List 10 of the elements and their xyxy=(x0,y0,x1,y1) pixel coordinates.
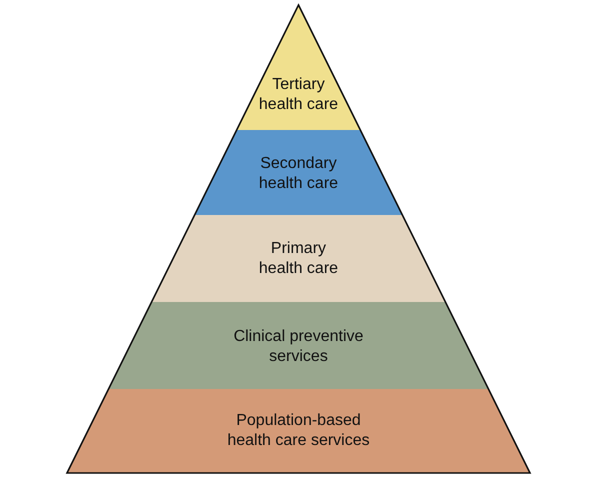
tier-label: Population-based health care services xyxy=(227,412,370,449)
tier-label: Tertiary health care xyxy=(258,76,338,113)
tier-label: Secondary health care xyxy=(258,155,338,192)
pyramid-tier xyxy=(67,389,530,473)
pyramid-tier xyxy=(194,130,402,215)
pyramid-tier xyxy=(152,215,446,302)
tier-label: Primary health care xyxy=(258,240,338,277)
pyramid-tier xyxy=(236,5,360,130)
tier-label: Clinical preventive services xyxy=(234,328,364,365)
pyramid-tier xyxy=(108,302,488,389)
